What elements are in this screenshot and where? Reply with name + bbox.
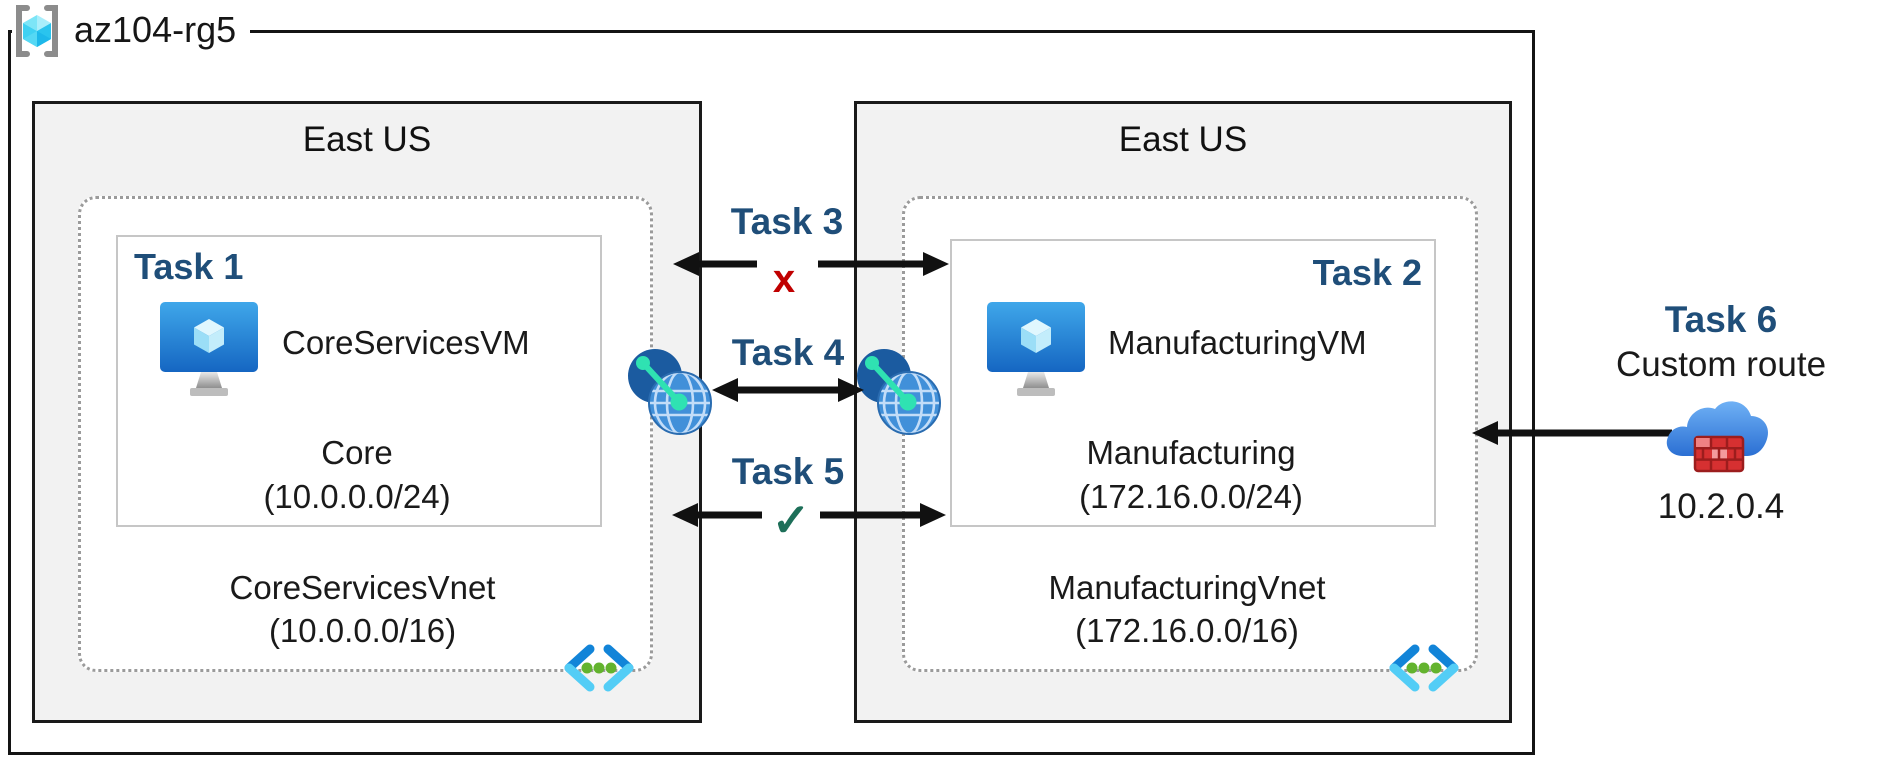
task-3-label: Task 3 — [730, 201, 844, 242]
cloud-firewall-icon — [1666, 401, 1769, 473]
virtual-machine-icon — [160, 302, 258, 396]
task-5-label: Task 5 — [731, 451, 845, 492]
custom-route-title: Custom route — [1615, 345, 1827, 384]
custom-route-ip: 10.2.0.4 — [1657, 487, 1785, 526]
region-title: East US — [302, 120, 432, 159]
task-6-arrow — [1472, 421, 1672, 445]
allowed-check-symbol: ✓ — [771, 494, 811, 546]
network-peering-icon — [857, 349, 941, 435]
vnet-cidr: (172.16.0.0/16) — [1075, 612, 1299, 649]
resource-group-label: az104-rg5 — [12, 0, 251, 60]
virtual-machine-icon — [987, 302, 1085, 396]
subnet-cidr: (172.16.0.0/24) — [1079, 478, 1303, 515]
virtual-network-icon — [1389, 644, 1459, 692]
vm-name: CoreServicesVM — [282, 324, 530, 361]
task-3-arrow — [673, 252, 949, 276]
subnet-name: Manufacturing — [1086, 434, 1296, 471]
virtual-network-icon — [564, 644, 634, 692]
region-title: East US — [1118, 120, 1248, 159]
vnet-name: CoreServicesVnet — [229, 569, 496, 606]
subnet-box-core — [116, 235, 602, 527]
task-2-label: Task 2 — [1312, 252, 1422, 293]
task-6-label: Task 6 — [1664, 299, 1778, 340]
resource-group-icon — [16, 5, 58, 57]
task-4-label: Task 4 — [731, 332, 845, 373]
network-peering-icon — [628, 349, 712, 435]
task-4-arrow — [712, 378, 864, 402]
subnet-cidr: (10.0.0.0/24) — [263, 478, 451, 515]
vm-name: ManufacturingVM — [1108, 324, 1367, 361]
subnet-name: Core — [321, 434, 393, 471]
vnet-cidr: (10.0.0.0/16) — [268, 612, 457, 649]
task-1-label: Task 1 — [134, 246, 244, 287]
vnet-name: ManufacturingVnet — [1048, 569, 1326, 606]
blocked-x-symbol: x — [772, 257, 796, 301]
task-5-arrow — [672, 503, 946, 527]
resource-group-name: az104-rg5 — [74, 9, 237, 50]
